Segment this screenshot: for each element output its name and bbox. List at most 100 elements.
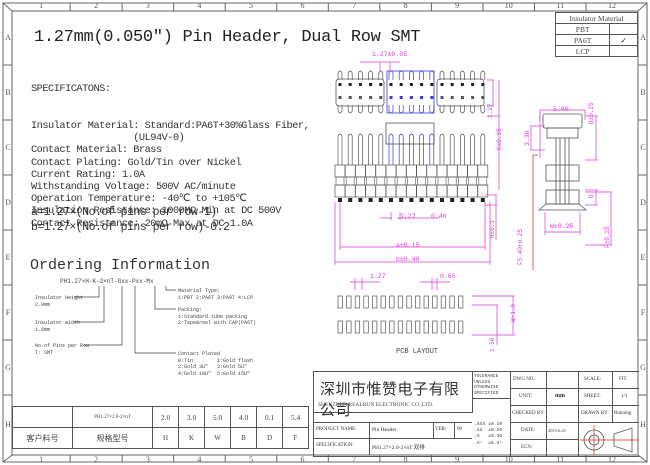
pcb-pad bbox=[432, 320, 438, 334]
spec-line: Insulator Material: Standard:PA6T+30%Gla… bbox=[31, 120, 310, 133]
zone-row-B: B bbox=[640, 87, 646, 97]
pcb-pad bbox=[346, 320, 352, 334]
zone-row-C: C bbox=[5, 142, 11, 152]
param-symbol-w: W bbox=[204, 427, 231, 449]
zone-row-G: G bbox=[5, 362, 11, 372]
zone-column-9: 9 bbox=[455, 455, 460, 464]
zone-column-12: 12 bbox=[608, 455, 617, 464]
side-body-lower bbox=[545, 189, 580, 205]
tol-divider bbox=[472, 398, 510, 399]
pcb-pad bbox=[432, 295, 438, 309]
row-divider bbox=[314, 422, 472, 423]
param-value-h: 2.0 bbox=[152, 406, 179, 428]
spec-line: Withstanding Voltage: 500V AC/minute bbox=[31, 181, 236, 194]
sheet-label: SHEET: bbox=[584, 394, 601, 399]
dim-side-height: 3.30 bbox=[524, 130, 531, 146]
pcb-pad bbox=[346, 295, 352, 309]
sheet: 1/1 bbox=[621, 394, 628, 399]
col-divider bbox=[510, 372, 511, 456]
pcb-pad bbox=[380, 320, 386, 334]
drawn-by: Running bbox=[614, 411, 632, 416]
material-lcp: LCP bbox=[554, 45, 611, 57]
product-name: Pin Header bbox=[372, 427, 397, 433]
ver: 00 bbox=[457, 427, 462, 432]
zone-column-6: 6 bbox=[300, 1, 305, 10]
parameter-table: PH1.27×2.0-2×nT 2.0 3.0 5.0 4.0 0.1 5.4 … bbox=[12, 406, 309, 449]
zone-row-D: D bbox=[640, 197, 646, 207]
pcb-pad bbox=[372, 295, 378, 309]
col-divider bbox=[369, 422, 370, 455]
zone-row-C: C bbox=[640, 142, 646, 152]
zone-column-10: 10 bbox=[504, 1, 513, 10]
pcb-pad bbox=[449, 320, 455, 334]
unit: mm bbox=[555, 393, 565, 399]
pcb-pad bbox=[337, 295, 343, 309]
dim-gap: 0.40 bbox=[431, 213, 447, 220]
zone-column-1: 1 bbox=[39, 455, 44, 464]
zone-column-3: 3 bbox=[145, 1, 150, 10]
param-symbol-d: D bbox=[256, 427, 283, 449]
zone-column-10: 10 bbox=[504, 455, 513, 464]
zone-column-5: 5 bbox=[248, 455, 253, 464]
row-divider bbox=[510, 405, 639, 406]
param-value-w: 5.0 bbox=[204, 406, 231, 428]
pcb-pad bbox=[440, 295, 447, 309]
drawn-by-label: DRAWN BY: bbox=[581, 411, 609, 416]
formula-a: a=1.27×(No.of pins per row-1) bbox=[31, 206, 217, 219]
side-body-upper bbox=[545, 164, 580, 182]
ordering-contact-plated: Contact Plated 0:Tin 1:Gold flash 2:Gold… bbox=[178, 351, 254, 377]
scale-label: SCALE: bbox=[584, 377, 602, 382]
zone-column-12: 12 bbox=[608, 1, 617, 10]
zone-row-E: E bbox=[640, 252, 646, 262]
side-cap bbox=[542, 113, 583, 129]
specification: PH1.27×2.0-2×nT 双排 bbox=[372, 445, 425, 451]
row-divider bbox=[510, 388, 639, 389]
dim-total: F5.40±0.25 bbox=[517, 228, 524, 265]
zone-column-11: 11 bbox=[556, 455, 565, 464]
param-value-b: 4.0 bbox=[230, 406, 257, 428]
dim-row-pitch: 1.27 bbox=[487, 103, 494, 118]
col-divider bbox=[454, 422, 455, 438]
customer-part-label: 客户料号 bbox=[12, 427, 73, 449]
dim-k-tol: K±0.15 bbox=[496, 128, 503, 150]
pcb-pad bbox=[354, 320, 361, 334]
pcb-pad bbox=[389, 320, 395, 334]
ordering-heading: Ordering Information bbox=[30, 257, 211, 274]
spec-line: Contact Resistance: 20mΩ Max at DC 1.0A bbox=[31, 217, 253, 230]
company-cell: 深圳市惟赞电子有限公司 SHENZHEN REALRUN ELECTRONIC … bbox=[314, 372, 473, 419]
company-name-en: SHENZHEN REALRUN ELECTRONIC CO.,LTD. bbox=[318, 402, 434, 408]
scale: FIT bbox=[619, 377, 627, 382]
zone-row-B: B bbox=[5, 87, 11, 97]
pcb-pad bbox=[406, 320, 412, 334]
zone-row-A: A bbox=[640, 33, 646, 42]
col-divider bbox=[578, 372, 579, 422]
zone-column-3: 3 bbox=[145, 455, 150, 464]
pcb-pad bbox=[337, 320, 343, 334]
zone-row-D: D bbox=[5, 197, 11, 207]
pcb-pad bbox=[372, 320, 378, 334]
formulas: a=1.27×(No.of pins per row-1) b=1.27×(No… bbox=[31, 205, 230, 235]
pcb-pad bbox=[397, 320, 404, 334]
pcb-pad bbox=[380, 295, 386, 309]
spec-line: Insulation Resistance: 1000MΩ Min at DC … bbox=[31, 205, 281, 218]
projection-symbol-icon bbox=[580, 425, 638, 455]
ordering-material-type: Material Type: 1:PBT 2:PA6T 3:PA9T 4:LCP bbox=[178, 288, 254, 301]
pcb-pad bbox=[354, 295, 361, 309]
zone-row-A: A bbox=[5, 33, 11, 42]
zone-column-2: 2 bbox=[94, 1, 99, 10]
dim-f-tol: F±0.25 bbox=[604, 226, 611, 248]
pcb-pad bbox=[449, 295, 455, 309]
zone-column-8: 8 bbox=[403, 1, 408, 10]
zone-column-8: 8 bbox=[403, 455, 408, 464]
pcb-pad bbox=[406, 295, 412, 309]
col-divider bbox=[546, 372, 547, 456]
cap-outline bbox=[385, 122, 435, 145]
zone-row-H: H bbox=[5, 420, 11, 429]
param-value-k: 3.0 bbox=[178, 406, 205, 428]
pcb-pad bbox=[423, 320, 429, 334]
zone-row-G: G bbox=[640, 362, 646, 372]
title-block: 深圳市惟赞电子有限公司 SHENZHEN REALRUN ELECTRONIC … bbox=[313, 371, 639, 457]
dim-side-width: 5.00 bbox=[553, 106, 569, 113]
ecn-label: ECN: bbox=[521, 445, 533, 450]
date: 2015.6.21 bbox=[548, 428, 566, 433]
